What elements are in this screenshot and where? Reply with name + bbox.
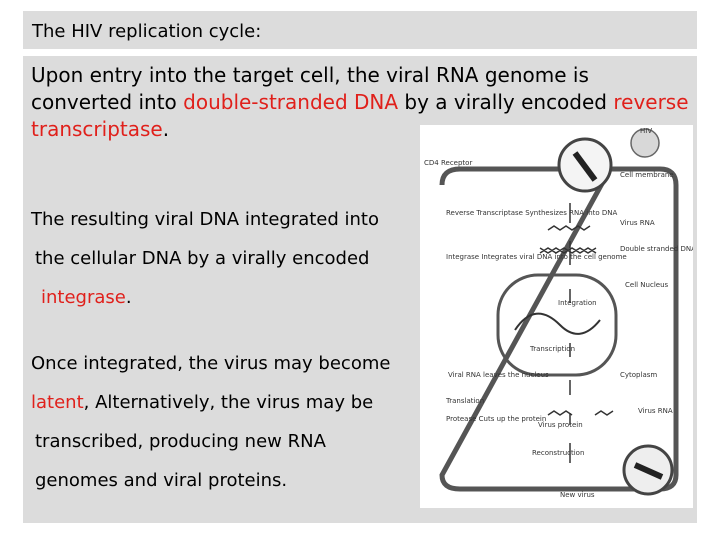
slide-title-text: The HIV replication cycle: (32, 21, 262, 42)
highlight-reverse-transcriptase: reverse transcriptase (31, 90, 689, 141)
label-new-virus: New virus (560, 491, 595, 499)
integration-line-3: integrase. (31, 278, 431, 317)
intro-text-2: by a virally encoded (398, 90, 614, 114)
latency-paragraph: Once integrated, the virus may become la… (31, 344, 431, 500)
label-translation: Translation (445, 397, 484, 405)
label-protease: Protease Cuts up the protein (446, 415, 546, 423)
intro-paragraph: Upon entry into the target cell, the vir… (31, 62, 691, 143)
label-nucleus: Cell Nucleus (625, 281, 669, 289)
highlight-dsdna: double-stranded DNA (183, 90, 399, 114)
latency-line-4: genomes and viral proteins. (35, 470, 288, 491)
label-viral-rna: Virus RNA (620, 219, 655, 227)
label-reconstruction: Reconstruction (532, 449, 584, 457)
hiv-cycle-svg: HIV CD4 Receptor Cell membrane Reverse T… (424, 127, 693, 499)
nucleus-shape (496, 273, 618, 377)
integration-line-1: The resulting viral DNA integrated into (31, 209, 380, 230)
integration-line-2: the cellular DNA by a virally encoded (35, 248, 370, 269)
highlight-latent: latent (31, 392, 84, 413)
label-cd4: CD4 Receptor (424, 159, 472, 167)
latency-line-3: transcribed, producing new RNA (35, 431, 326, 452)
label-reverse-transcriptase: Reverse Transcriptase Synthesizes RNA in… (446, 209, 618, 217)
intro-text-1: Upon entry into the target cell, the vir… (31, 63, 589, 114)
double-stranded-dna (539, 247, 597, 254)
latency-line-2-rest: , Alternatively, the virus may be (83, 392, 374, 413)
intro-text-3: . (162, 117, 170, 141)
integration-paragraph: The resulting viral DNA integrated into … (31, 200, 431, 317)
label-dsdna: Double stranded DNA (620, 245, 693, 253)
hiv-cycle-diagram: HIV CD4 Receptor Cell membrane Reverse T… (420, 125, 693, 508)
viral-rna-strand (547, 225, 591, 231)
label-hiv: HIV (640, 127, 652, 135)
label-cytoplasm: Cytoplasm (620, 371, 657, 379)
protein-strands (547, 410, 614, 416)
label-virus-protein: Virus protein (538, 421, 583, 429)
latency-line-2: latent, Alternatively, the virus may be (31, 383, 431, 422)
latency-line-1: Once integrated, the virus may become (31, 353, 391, 374)
cell-membrane-shape (439, 166, 679, 492)
label-transcription: Transcription (529, 345, 575, 353)
hiv-capsid-top (572, 151, 598, 182)
hiv-capsid-bottom (633, 462, 664, 480)
slide-title: The HIV replication cycle: (23, 11, 697, 49)
hiv-particle-icon (630, 128, 660, 158)
label-integration: Integration (558, 299, 597, 307)
label-integrase: Integrase Integrates viral DNA into the … (446, 253, 627, 261)
integration-period: . (125, 287, 132, 308)
label-rna-leaves: Viral RNA leaves the nucleus (448, 371, 549, 379)
highlight-integrase: integrase (41, 287, 126, 308)
label-virus-rna-2: Virus RNA (638, 407, 673, 415)
label-membrane: Cell membrane (620, 171, 674, 179)
cell-genome-strand (514, 312, 601, 335)
